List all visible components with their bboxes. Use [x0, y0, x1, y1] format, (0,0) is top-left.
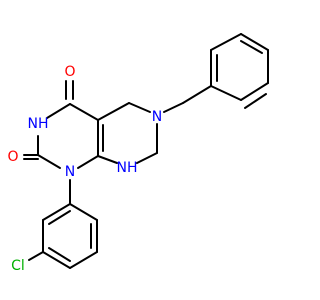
oxygen-label-top: O [64, 64, 75, 80]
bond [48, 247, 71, 262]
bond [136, 152, 158, 164]
bond [77, 155, 99, 169]
bond [210, 33, 242, 51]
bond [28, 251, 44, 261]
bond [42, 203, 71, 221]
bond [240, 82, 269, 101]
bond [48, 210, 71, 225]
nitrogen-label-6: N [152, 109, 162, 125]
bond [37, 154, 61, 169]
bond [128, 102, 151, 113]
bond [42, 251, 71, 269]
nh-label-3: NH [28, 116, 49, 132]
bond [46, 103, 71, 119]
nitrogen-label-1: N [65, 164, 75, 180]
bond [240, 40, 263, 54]
oxygen-label-2: O [7, 149, 18, 165]
chlorine-label: Cl [11, 258, 25, 274]
nh-label-8: NH [117, 160, 138, 176]
atom-labels: O NH O N N NH Cl [7, 64, 162, 274]
bond [69, 251, 98, 269]
bond [69, 203, 98, 221]
bond [97, 155, 118, 164]
bonds [23, 33, 269, 269]
molecule-structure: O NH O N N NH Cl [7, 33, 269, 274]
bond [182, 85, 212, 104]
bond [244, 93, 267, 109]
bond [240, 33, 269, 51]
bond [210, 85, 242, 101]
bond [97, 102, 130, 121]
bond [163, 102, 184, 113]
bond [69, 103, 99, 121]
